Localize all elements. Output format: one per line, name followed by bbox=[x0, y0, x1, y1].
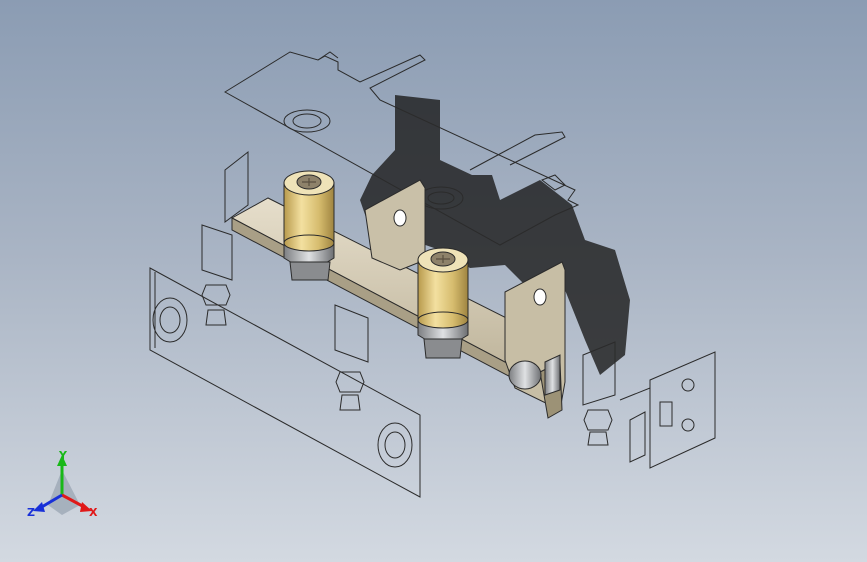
triad-x-label: X bbox=[89, 506, 98, 519]
cover-hole-left bbox=[283, 109, 331, 133]
part-shadow bbox=[360, 95, 630, 375]
orientation-triad[interactable]: Y X Z bbox=[27, 449, 98, 519]
front-plate[interactable] bbox=[149, 267, 421, 498]
triad-x-arrow bbox=[80, 502, 92, 512]
triad-y-arrow bbox=[57, 455, 67, 466]
front-plate-slot-right bbox=[377, 422, 413, 468]
side-bracket[interactable] bbox=[619, 351, 716, 469]
hex-nut bbox=[201, 284, 613, 446]
triad-y-label: Y bbox=[58, 449, 68, 462]
front-plate-slot-left bbox=[152, 297, 188, 343]
brass-standoff[interactable] bbox=[417, 247, 469, 359]
top-cover-plate[interactable] bbox=[224, 51, 580, 246]
triad-z-arrow bbox=[33, 502, 45, 512]
triad-z-label: Z bbox=[27, 506, 35, 519]
brass-standoff[interactable] bbox=[283, 170, 335, 281]
triad-z-axis bbox=[39, 493, 63, 510]
triad-base bbox=[48, 470, 80, 515]
